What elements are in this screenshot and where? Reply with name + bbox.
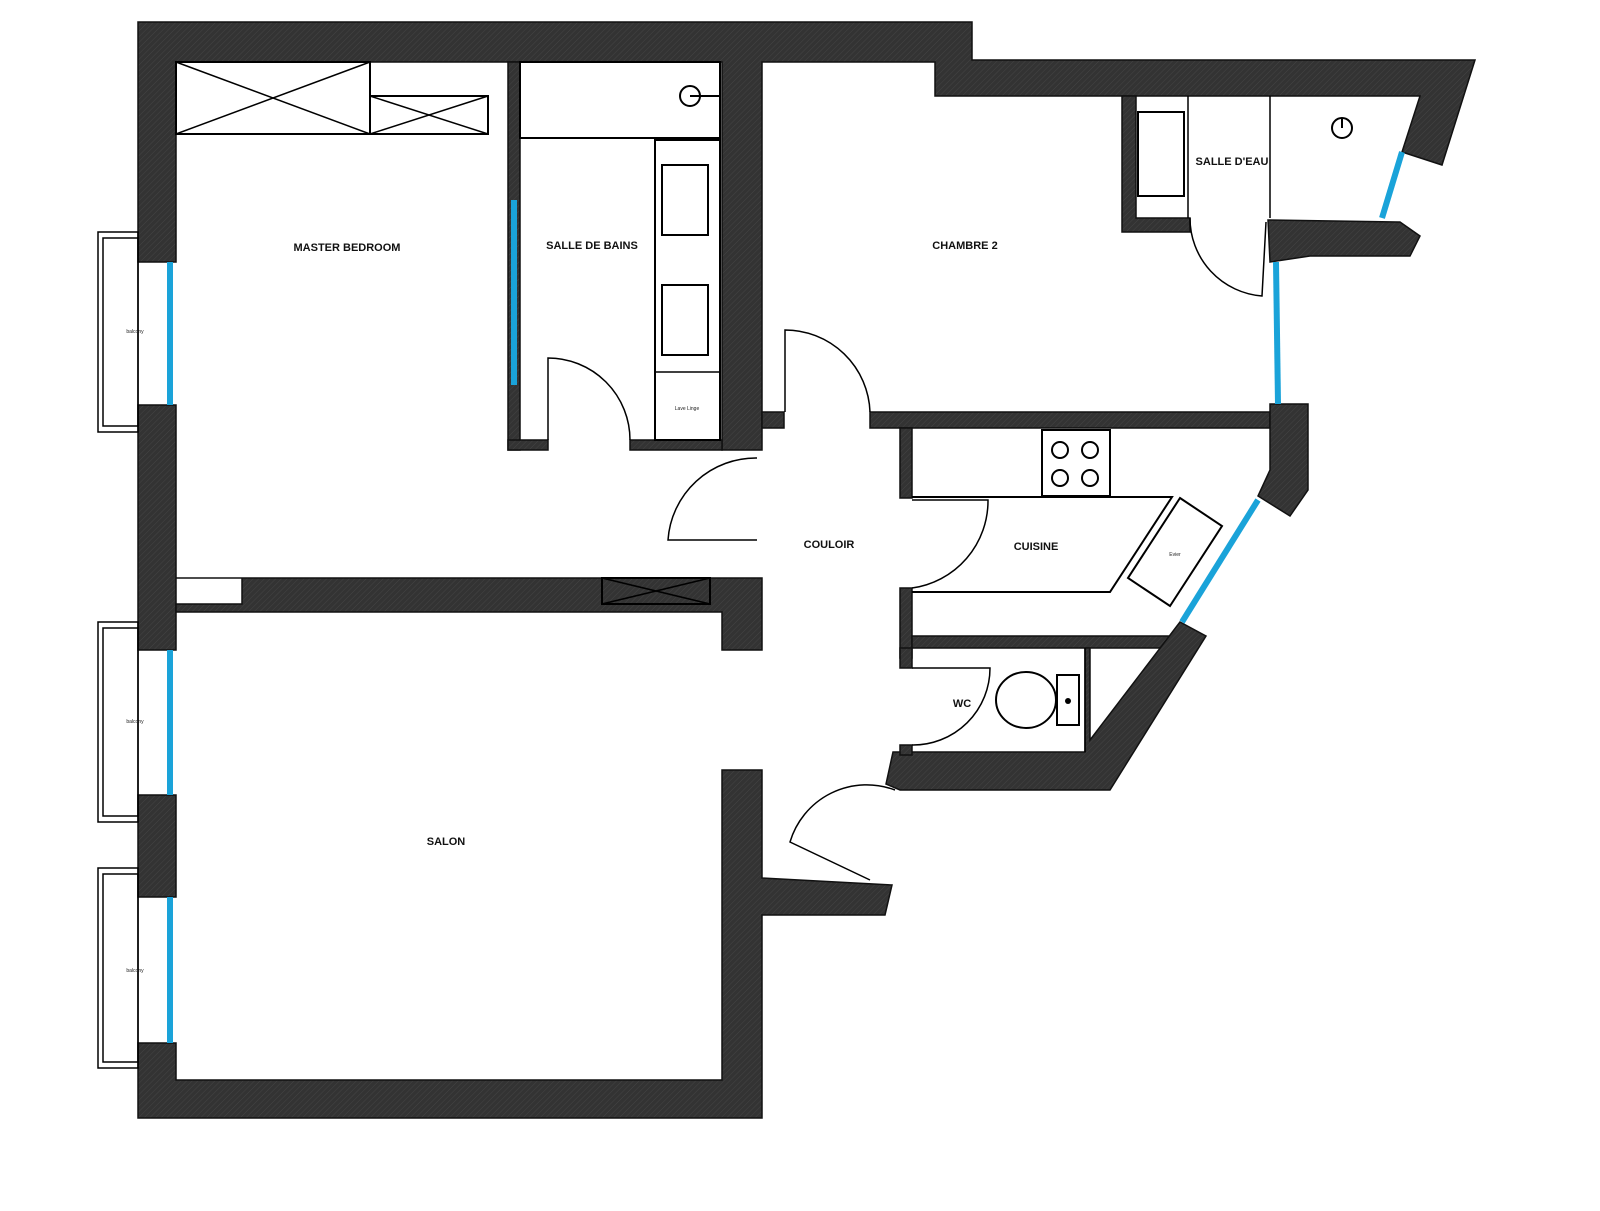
sink-label: Evier xyxy=(1169,552,1181,558)
room-label-chambre-2: CHAMBRE 2 xyxy=(932,240,997,252)
bathroom-fixtures xyxy=(519,61,1353,752)
room-label-master-bedroom: MASTER BEDROOM xyxy=(294,242,401,254)
balcony-label: balcony xyxy=(126,719,144,725)
wardrobes xyxy=(175,61,711,605)
washer-label: Lave Linge xyxy=(675,406,700,412)
room-label-couloir: COULOIR xyxy=(804,539,855,551)
room-label-salon: SALON xyxy=(427,836,466,848)
balcony-label: balcony xyxy=(126,329,144,335)
room-label-wc: WC xyxy=(953,698,971,710)
balconies xyxy=(97,231,139,1069)
doors xyxy=(547,217,1267,881)
room-labels: MASTER BEDROOM SALLE DE BAINS CHAMBRE 2 … xyxy=(126,156,1268,974)
balcony-label: balcony xyxy=(126,968,144,974)
walls xyxy=(137,21,1477,1119)
room-label-salle-deau: SALLE D'EAU xyxy=(1196,156,1269,168)
windows xyxy=(167,151,1405,1043)
kitchen-fixtures xyxy=(912,429,1224,608)
room-label-cuisine: CUISINE xyxy=(1014,541,1059,553)
room-label-salle-de-bains: SALLE DE BAINS xyxy=(546,240,638,252)
